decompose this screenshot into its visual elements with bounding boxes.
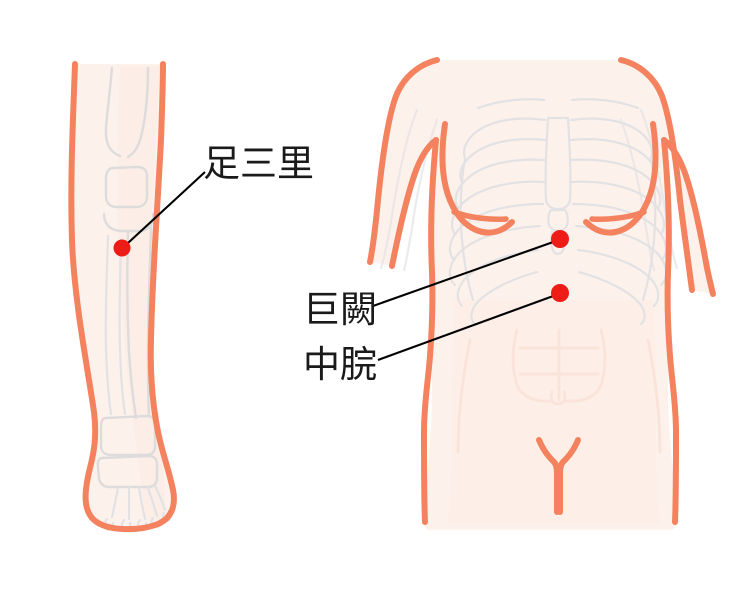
groin-outline (536, 437, 560, 515)
leader-line-zusanli (127, 171, 206, 244)
acupoint-dot-zusanli[interactable] (113, 239, 131, 257)
acupoint-dot-juque[interactable] (551, 230, 569, 248)
torso-shading (448, 300, 660, 524)
torso-skin-fill (370, 60, 713, 530)
leg-outline-lateral (68, 61, 177, 533)
acupoint-label-zhongwan: 中脘 (303, 343, 377, 386)
leader-line-zhongwan (377, 294, 557, 361)
leader-line-group (127, 171, 557, 361)
left-underbust-line (451, 209, 509, 222)
left-arm-outer-outline (367, 57, 440, 265)
groin-outline-right (557, 437, 581, 515)
acupoint-label-group: 足三里 巨闕 中脘 (203, 142, 377, 386)
acupoint-dot-group (113, 230, 569, 302)
torso-left-outline (421, 137, 439, 525)
leader-line-juque (372, 240, 557, 307)
acupoint-label-zusanli: 足三里 (203, 142, 314, 185)
torso-right-outline (661, 137, 679, 525)
acupoint-label-juque: 巨闕 (303, 288, 377, 331)
torso-panel (367, 57, 716, 530)
acupoint-dot-zhongwan[interactable] (551, 284, 569, 302)
abdomen-muscle-group (456, 328, 662, 454)
left-arm-inner-outline (389, 137, 439, 269)
right-underbust-line (589, 209, 647, 222)
lower-leg-panel (68, 61, 177, 533)
right-arm-inner-outline (661, 137, 716, 297)
leg-outline-medial (147, 61, 176, 493)
